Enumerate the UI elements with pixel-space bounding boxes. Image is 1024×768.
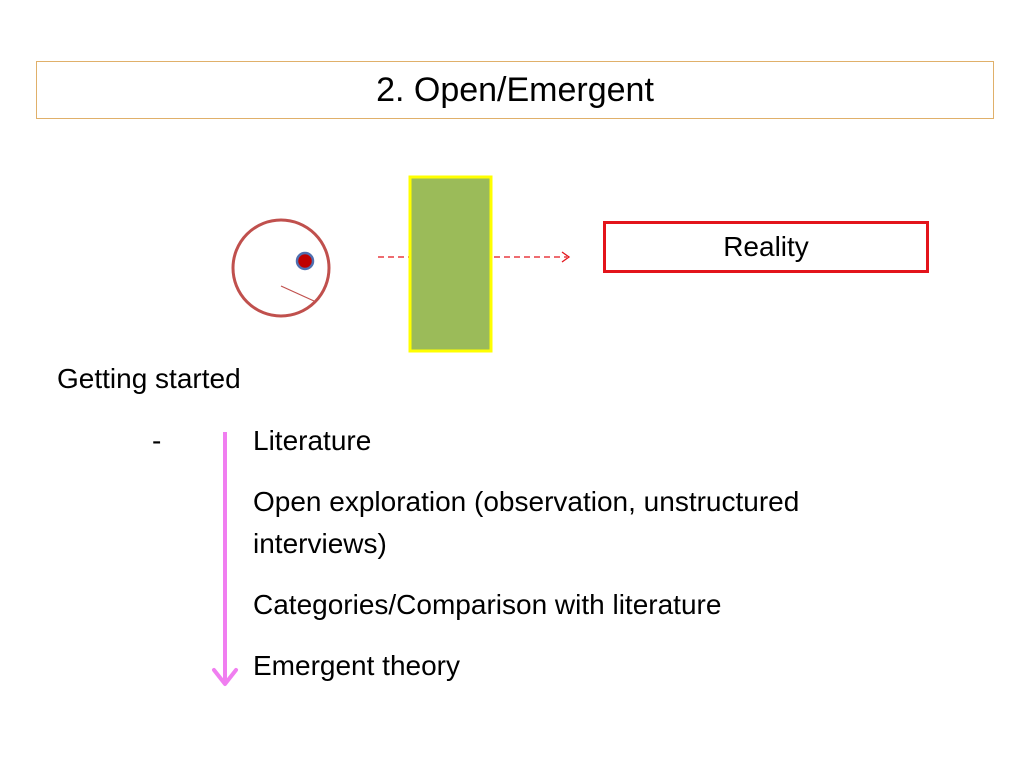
step-open-exploration-cont: interviews) [253, 528, 387, 559]
step-categories: Categories/Comparison with literature [253, 589, 722, 620]
getting-started-heading: Getting started [57, 363, 241, 394]
bullet-dash: - [152, 425, 162, 456]
reality-box: Reality [603, 221, 929, 273]
slide-title: 2. Open/Emergent [376, 71, 654, 109]
step-literature: Literature [253, 425, 372, 456]
process-arrow-head-icon [212, 668, 238, 686]
observer-mouth-line [280, 285, 315, 302]
filter-rectangle-icon [408, 175, 493, 353]
observer-circle-icon [231, 218, 331, 318]
title-box: 2. Open/Emergent [36, 61, 994, 119]
step-open-exploration: Open exploration (observation, unstructu… [253, 486, 800, 517]
observer-eye-icon [295, 251, 315, 271]
dashed-arrowhead-icon [561, 251, 571, 263]
step-emergent-theory: Emergent theory [253, 650, 460, 681]
reality-label: Reality [723, 231, 809, 262]
